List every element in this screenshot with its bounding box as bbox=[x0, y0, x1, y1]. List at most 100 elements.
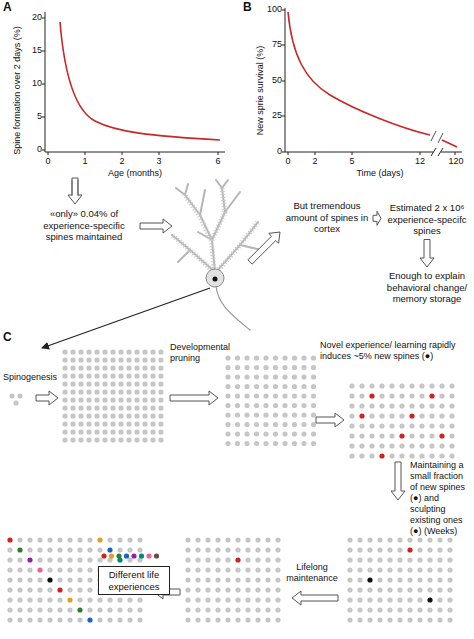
spine-dot bbox=[417, 567, 422, 572]
spine-dot bbox=[407, 547, 412, 552]
spine-dot bbox=[399, 403, 404, 408]
spine-dot bbox=[139, 553, 144, 558]
spine-dot bbox=[265, 557, 270, 562]
spine-dot bbox=[387, 577, 392, 582]
spine-dot bbox=[429, 383, 434, 388]
spine-dot bbox=[245, 577, 250, 582]
spine-dot bbox=[273, 384, 278, 389]
spine-dot bbox=[94, 365, 99, 370]
spine-dot bbox=[367, 547, 372, 552]
panel-letter: C bbox=[3, 330, 17, 344]
spine-dot bbox=[427, 617, 432, 622]
spine-dot bbox=[301, 422, 306, 427]
spine-dot bbox=[419, 443, 424, 448]
spine-dot bbox=[47, 537, 52, 542]
spine-dot bbox=[70, 429, 75, 434]
spine-dot bbox=[347, 547, 352, 552]
spine-dot bbox=[110, 437, 115, 442]
spine-dot bbox=[377, 547, 382, 552]
spine-dot bbox=[359, 443, 364, 448]
spine-dot bbox=[369, 423, 374, 428]
spine-dot bbox=[275, 547, 280, 552]
spine-dot bbox=[282, 431, 287, 436]
spine-dot bbox=[419, 453, 424, 458]
spine-dot bbox=[311, 393, 316, 398]
spine-dot bbox=[292, 403, 297, 408]
spine-dot bbox=[97, 537, 102, 542]
spine-dot bbox=[292, 412, 297, 417]
spine-dot bbox=[137, 597, 142, 602]
spine-dot bbox=[273, 403, 278, 408]
spine-dot bbox=[205, 567, 210, 572]
spine-dot bbox=[367, 617, 372, 622]
spine-dot bbox=[215, 617, 220, 622]
spine-dot bbox=[78, 421, 83, 426]
spine-dot bbox=[399, 443, 404, 448]
spine-dot bbox=[185, 537, 190, 542]
spine-dot bbox=[389, 393, 394, 398]
spine-dot bbox=[275, 587, 280, 592]
spine-dot bbox=[254, 412, 259, 417]
spine-dot bbox=[67, 547, 72, 552]
spine-dot bbox=[77, 607, 82, 612]
spine-dot bbox=[27, 587, 32, 592]
spine-dot bbox=[127, 547, 132, 552]
spine-dot bbox=[427, 607, 432, 612]
spine-dot bbox=[349, 453, 354, 458]
spine-dot bbox=[367, 557, 372, 562]
spine-dot bbox=[439, 393, 444, 398]
spine-dot bbox=[347, 567, 352, 572]
spine-dot bbox=[275, 597, 280, 602]
spine-dot bbox=[87, 537, 92, 542]
spine-dot bbox=[102, 389, 107, 394]
spine-dot bbox=[126, 429, 131, 434]
spine-dot bbox=[273, 441, 278, 446]
spine-dot bbox=[275, 577, 280, 582]
spine-dot bbox=[185, 617, 190, 622]
spine-dot bbox=[225, 441, 230, 446]
spine-dot bbox=[134, 405, 139, 410]
figure-label: 0 bbox=[40, 156, 56, 167]
spine-dot bbox=[439, 383, 444, 388]
spine-dot bbox=[185, 577, 190, 582]
spine-dot bbox=[37, 597, 42, 602]
spine-dot bbox=[150, 365, 155, 370]
spine-dot bbox=[17, 537, 22, 542]
spine-dot bbox=[225, 577, 230, 582]
spine-dot bbox=[17, 547, 22, 552]
spine-dot bbox=[70, 349, 75, 354]
spine-dot bbox=[235, 557, 240, 562]
spine-dot bbox=[47, 587, 52, 592]
spine-dot bbox=[407, 597, 412, 602]
spine-dot bbox=[437, 587, 442, 592]
spine-dot bbox=[254, 431, 259, 436]
spine-dot bbox=[142, 405, 147, 410]
spine-dot bbox=[273, 393, 278, 398]
spine-dot bbox=[292, 422, 297, 427]
spine-dot bbox=[110, 373, 115, 378]
spine-dot bbox=[67, 587, 72, 592]
block-arrow bbox=[36, 391, 58, 405]
spine-dot bbox=[244, 393, 249, 398]
spine-dot bbox=[150, 357, 155, 362]
spine-dot bbox=[150, 381, 155, 386]
spine-dot bbox=[347, 597, 352, 602]
spine-dot bbox=[7, 597, 12, 602]
spine-dot bbox=[118, 389, 123, 394]
spine-dot bbox=[275, 607, 280, 612]
spine-dot bbox=[37, 607, 42, 612]
spine-dot bbox=[449, 393, 454, 398]
spine-dot bbox=[389, 383, 394, 388]
spine-dot bbox=[311, 422, 316, 427]
spine-dot bbox=[417, 557, 422, 562]
spine-dot bbox=[102, 381, 107, 386]
node-text: Estimated 2 x 10⁶ experience-specifc spi… bbox=[384, 202, 470, 237]
spine-dot bbox=[263, 374, 268, 379]
spine-dot bbox=[150, 389, 155, 394]
figure-label: Lifelong maintenance bbox=[282, 562, 342, 584]
spine-dot bbox=[215, 547, 220, 552]
spine-dot bbox=[131, 553, 136, 558]
spine-dot bbox=[282, 441, 287, 446]
spine-dot bbox=[225, 557, 230, 562]
